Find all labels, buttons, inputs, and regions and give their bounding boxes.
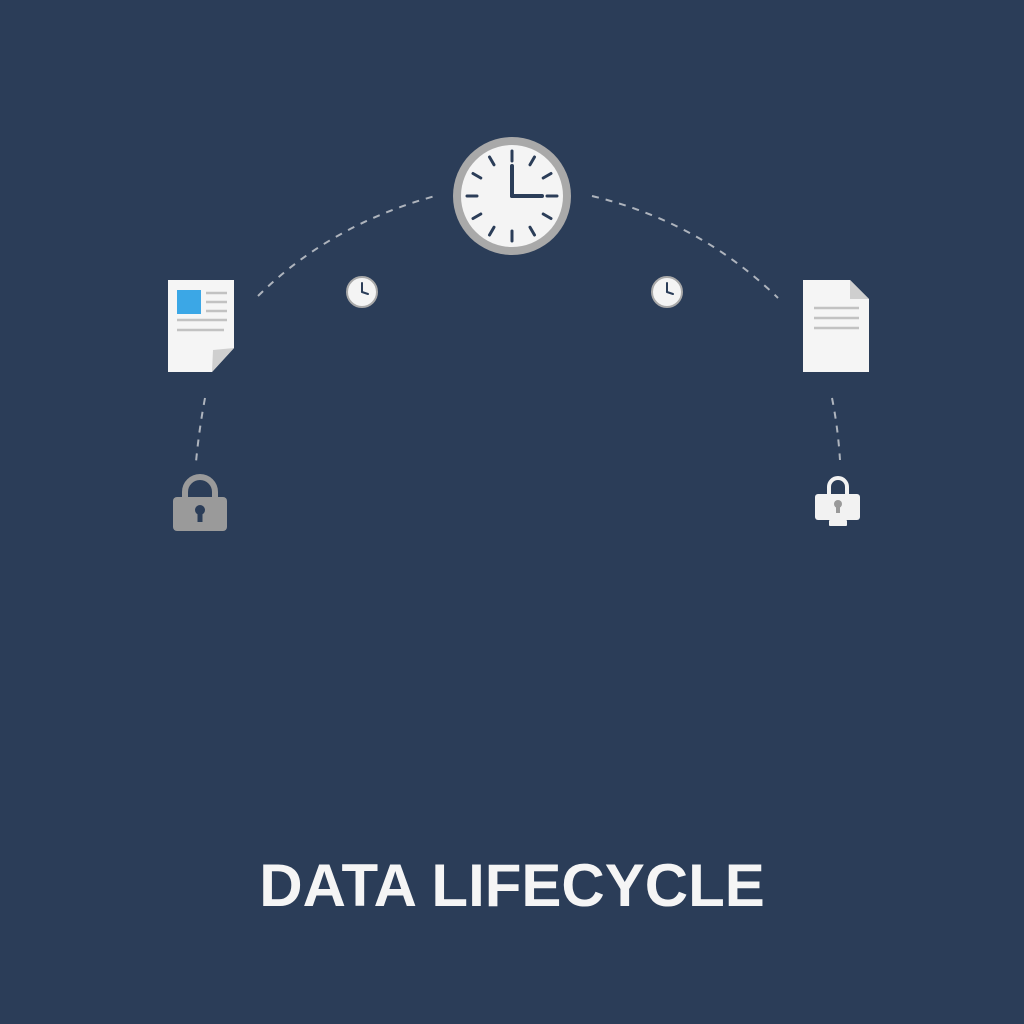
connector-right-down xyxy=(831,397,841,461)
connectors xyxy=(195,195,841,463)
clock-icon xyxy=(453,137,571,255)
connector-right-top xyxy=(591,195,779,299)
small-clock-icon xyxy=(651,276,683,308)
connector-left-top xyxy=(257,195,436,297)
page-title: DATA LIFECYCLE xyxy=(259,852,765,919)
open-lock-icon xyxy=(815,476,860,526)
image-thumbnail-icon xyxy=(177,290,201,314)
document-icon xyxy=(803,280,869,372)
lock-icon xyxy=(173,474,227,531)
small-clock-icon xyxy=(346,276,378,308)
document-icon xyxy=(168,280,234,372)
connector-left-down xyxy=(195,397,206,463)
